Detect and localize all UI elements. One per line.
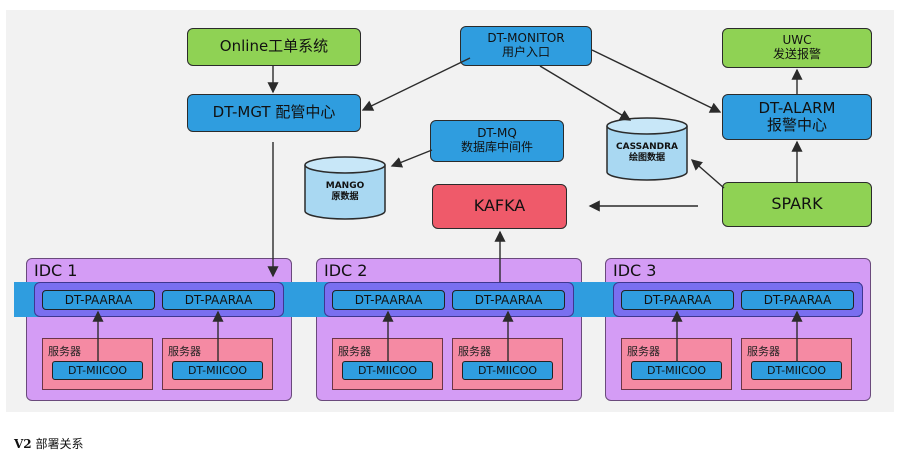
dt-monitor-sublabel: 用户入口 xyxy=(501,45,550,59)
miicoo-app: DT-MIICOO xyxy=(751,361,842,380)
server-label: 服务器 xyxy=(747,345,780,358)
server-label: 服务器 xyxy=(458,345,491,358)
miicoo-app: DT-MIICOO xyxy=(172,361,263,380)
server-label: 服务器 xyxy=(338,345,371,358)
miicoo-label: DT-MIICOO xyxy=(187,364,248,377)
database-cylinder-icon xyxy=(304,156,386,220)
spark-label: SPARK xyxy=(771,194,823,214)
miicoo-app: DT-MIICOO xyxy=(462,361,553,380)
idc-1-title: IDC 1 xyxy=(34,261,78,280)
miicoo-label: DT-MIICOO xyxy=(67,364,128,377)
dt-alarm-sublabel: 报警中心 xyxy=(766,116,827,134)
mango-database: MANGO 原数据 xyxy=(303,155,387,221)
paaraa-agent: DT-PAARAA xyxy=(741,290,854,310)
spark-node: SPARK xyxy=(722,182,872,227)
arrow-monitor-to-cassandra xyxy=(539,65,632,121)
dt-mq-node: DT-MQ 数据库中间件 xyxy=(430,120,564,162)
paaraa-agent: DT-PAARAA xyxy=(162,290,275,310)
caption-text: 部署关系 xyxy=(35,437,84,451)
idc-2-title: IDC 2 xyxy=(324,261,368,280)
online-ticket-node: Online工单系统 xyxy=(187,28,361,66)
server-label: 服务器 xyxy=(627,345,660,358)
server-box: 服务器 DT-MIICOO xyxy=(162,338,273,390)
server-label: 服务器 xyxy=(48,345,81,358)
cassandra-label: CASSANDRA xyxy=(616,142,678,152)
database-cylinder-icon xyxy=(606,117,688,181)
figure-caption: V2 部署关系 xyxy=(14,435,84,452)
kafka-label: KAFKA xyxy=(473,196,526,216)
server-label: 服务器 xyxy=(168,345,201,358)
paaraa-label: DT-PAARAA xyxy=(184,293,253,307)
uwc-node: UWC 发送报警 xyxy=(722,28,872,68)
cassandra-database: CASSANDRA 绘图数据 xyxy=(605,116,689,182)
cassandra-sublabel: 绘图数据 xyxy=(628,152,665,163)
arrow-spark-to-cassandra xyxy=(690,159,725,189)
dt-mgt-node: DT-MGT 配管中心 xyxy=(187,94,361,132)
arrow-monitor-to-mgt xyxy=(361,57,471,111)
miicoo-label: DT-MIICOO xyxy=(477,364,538,377)
dt-mgt-label: DT-MGT 配管中心 xyxy=(212,103,336,122)
dt-alarm-label: DT-ALARM xyxy=(758,98,836,117)
paaraa-label: DT-PAARAA xyxy=(474,293,543,307)
miicoo-app: DT-MIICOO xyxy=(631,361,722,380)
paaraa-label: DT-PAARAA xyxy=(643,293,712,307)
caption-version: V2 xyxy=(14,437,32,451)
paaraa-agent: DT-PAARAA xyxy=(452,290,565,310)
miicoo-label: DT-MIICOO xyxy=(766,364,827,377)
miicoo-label: DT-MIICOO xyxy=(357,364,418,377)
paaraa-label: DT-PAARAA xyxy=(354,293,423,307)
paaraa-label: DT-PAARAA xyxy=(64,293,133,307)
dt-monitor-label: DT-MONITOR xyxy=(487,31,565,46)
paaraa-label: DT-PAARAA xyxy=(763,293,832,307)
mango-sublabel: 原数据 xyxy=(331,191,359,202)
miicoo-label: DT-MIICOO xyxy=(646,364,707,377)
idc-3-title: IDC 3 xyxy=(613,261,657,280)
dt-mq-label: DT-MQ xyxy=(477,126,517,141)
kafka-node: KAFKA xyxy=(432,184,567,229)
uwc-label: UWC xyxy=(782,33,812,48)
arrow-mq-to-mango xyxy=(390,149,433,168)
server-box: 服务器 DT-MIICOO xyxy=(42,338,153,390)
mango-label: MANGO xyxy=(325,181,365,191)
paaraa-agent: DT-PAARAA xyxy=(621,290,734,310)
paaraa-agent: DT-PAARAA xyxy=(42,290,155,310)
dt-monitor-node: DT-MONITOR 用户入口 xyxy=(460,26,592,66)
uwc-sublabel: 发送报警 xyxy=(772,47,821,61)
paaraa-agent: DT-PAARAA xyxy=(332,290,445,310)
online-ticket-label: Online工单系统 xyxy=(219,37,329,56)
server-box: 服务器 DT-MIICOO xyxy=(741,338,852,390)
arrow-monitor-to-alarm xyxy=(591,49,722,113)
dt-mq-sublabel: 数据库中间件 xyxy=(460,140,533,154)
dt-alarm-node: DT-ALARM 报警中心 xyxy=(722,94,872,140)
